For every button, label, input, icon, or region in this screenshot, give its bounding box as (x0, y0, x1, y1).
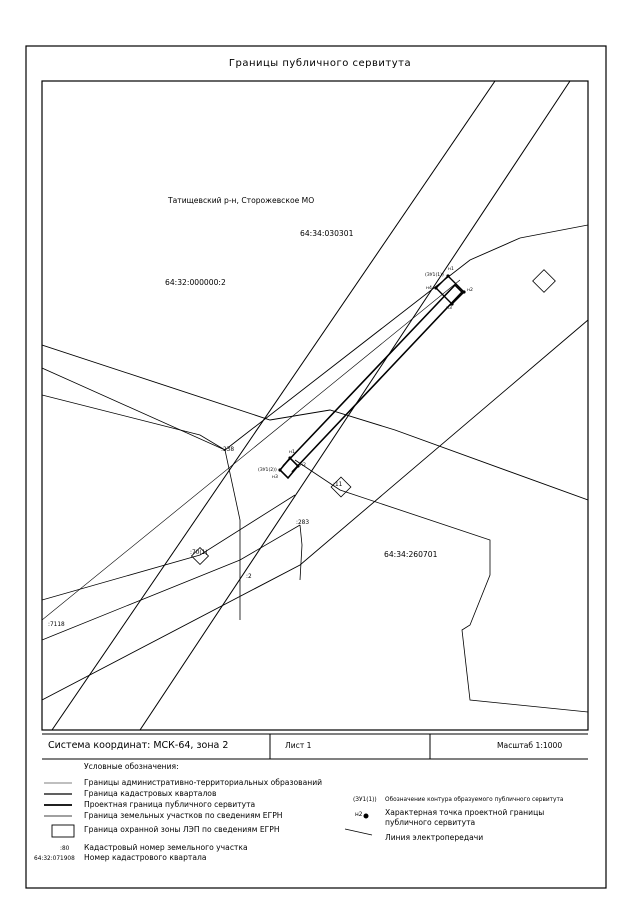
cad-label-bottom-small: :2 (246, 574, 252, 580)
parcel-boundary-left-lower (42, 494, 296, 601)
point-label-top-n1: н1 (448, 267, 454, 272)
cad-label-far-left: :7118 (48, 622, 65, 628)
legend-contour-label: Обозначение контура образуемого публично… (385, 797, 564, 803)
point-mid-n1 (288, 456, 292, 460)
parcel-boundary-right (294, 459, 588, 713)
cad-label-mid-lower: :283 (296, 520, 310, 526)
region-label: Татищевский р-н, Сторожевское МО (168, 196, 315, 205)
point-label-mid-n2: н2 (300, 463, 306, 468)
parcel-number-left: 64:32:000000:2 (165, 278, 226, 287)
servitude-boundary (282, 283, 464, 473)
legend-point-symbol: н2 (355, 812, 363, 818)
map-frame (41, 80, 589, 731)
info-bar (42, 733, 588, 760)
page-title: Границы публичного сервитута (228, 58, 412, 69)
legend-box-protection-zone (51, 824, 75, 838)
sheet-number: Лист 1 (285, 741, 312, 750)
tower-mid (330, 476, 352, 498)
point-mid-n3 (278, 468, 282, 472)
legend-item-servitude: Проектная граница публичного сервитута (84, 800, 256, 809)
legend-point-label-2: публичного сервитута (385, 818, 476, 827)
point-mid-n2 (296, 464, 300, 468)
cad-label-tower-mid: :11 (333, 482, 343, 488)
contour-label-mid: (ЗУ1(2)) (258, 468, 277, 473)
point-label-top-n2: н2 (467, 288, 473, 293)
legend-item-quarter: Граница кадастровых кварталов (84, 789, 217, 798)
legend-cad-num-label: Кадастровый номер земельного участка (84, 843, 248, 852)
legend-line-powerline (344, 828, 373, 836)
legend-item-parcel: Граница земельных участков по сведениям … (84, 811, 283, 820)
parcel-boundary-left (42, 367, 241, 620)
parcel-boundary-lower (42, 319, 588, 701)
point-top-n3 (450, 302, 454, 306)
cad-label-left-upper: :238 (221, 447, 235, 453)
contour-label-top: (ЗУ1(1)) (425, 273, 444, 278)
legend-item-admin: Границы административно-территориальных … (84, 778, 323, 787)
legend-point-dot (363, 813, 369, 819)
point-label-mid-n3: н3 (272, 475, 278, 480)
legend-powerline-label: Линия электропередачи (385, 833, 484, 842)
legend-title: Условные обозначения: (84, 762, 179, 771)
legend-quarter-symbol: 64:32:071908 (34, 856, 75, 862)
cad-label-left-lower: :70(1) (190, 550, 208, 556)
legend-contour-symbol: (ЗУ1(1)) (353, 797, 377, 803)
point-top-n2 (462, 290, 466, 294)
parcel-boundary-left-lower2 (42, 524, 301, 641)
servitude-contour-mid (278, 456, 300, 480)
point-label-top-n4: н4 (426, 286, 432, 291)
parcel-boundary-left2 (42, 394, 226, 451)
parcel-boundary-upper-left (224, 237, 521, 451)
legend-cad-num-symbol: :80 (60, 846, 70, 852)
scale-label: Масштаб 1:1000 (497, 741, 563, 750)
parcel-boundary-mid-vertical (299, 524, 303, 581)
legend-quarter-label: Номер кадастрового квартала (84, 853, 207, 862)
point-label-mid-n1: н1 (289, 450, 295, 455)
tower-right (532, 269, 556, 293)
map-drawing (42, 81, 588, 730)
protection-zone-line-1 (51, 81, 496, 730)
parcel-boundary-upper (519, 224, 588, 239)
legend-symbols (44, 782, 373, 838)
point-top-n1 (446, 274, 450, 278)
quarter-boundary-line (42, 344, 588, 501)
legend-point-label-1: Характерная точка проектной границы (385, 808, 545, 817)
point-top-n4 (434, 286, 438, 290)
crs-label: Система координат: МСК-64, зона 2 (48, 740, 229, 751)
sheet-frame (25, 45, 607, 889)
power-line (42, 279, 461, 621)
tower-left (190, 546, 210, 566)
point-label-top-n3: н3 (446, 306, 452, 311)
quarter-number-bottom: 64:34:260701 (384, 550, 438, 559)
quarter-number-top: 64:34:030301 (300, 229, 354, 238)
points (278, 274, 466, 472)
legend-item-protection-zone: Граница охранной зоны ЛЭП по сведениям Е… (84, 825, 280, 834)
